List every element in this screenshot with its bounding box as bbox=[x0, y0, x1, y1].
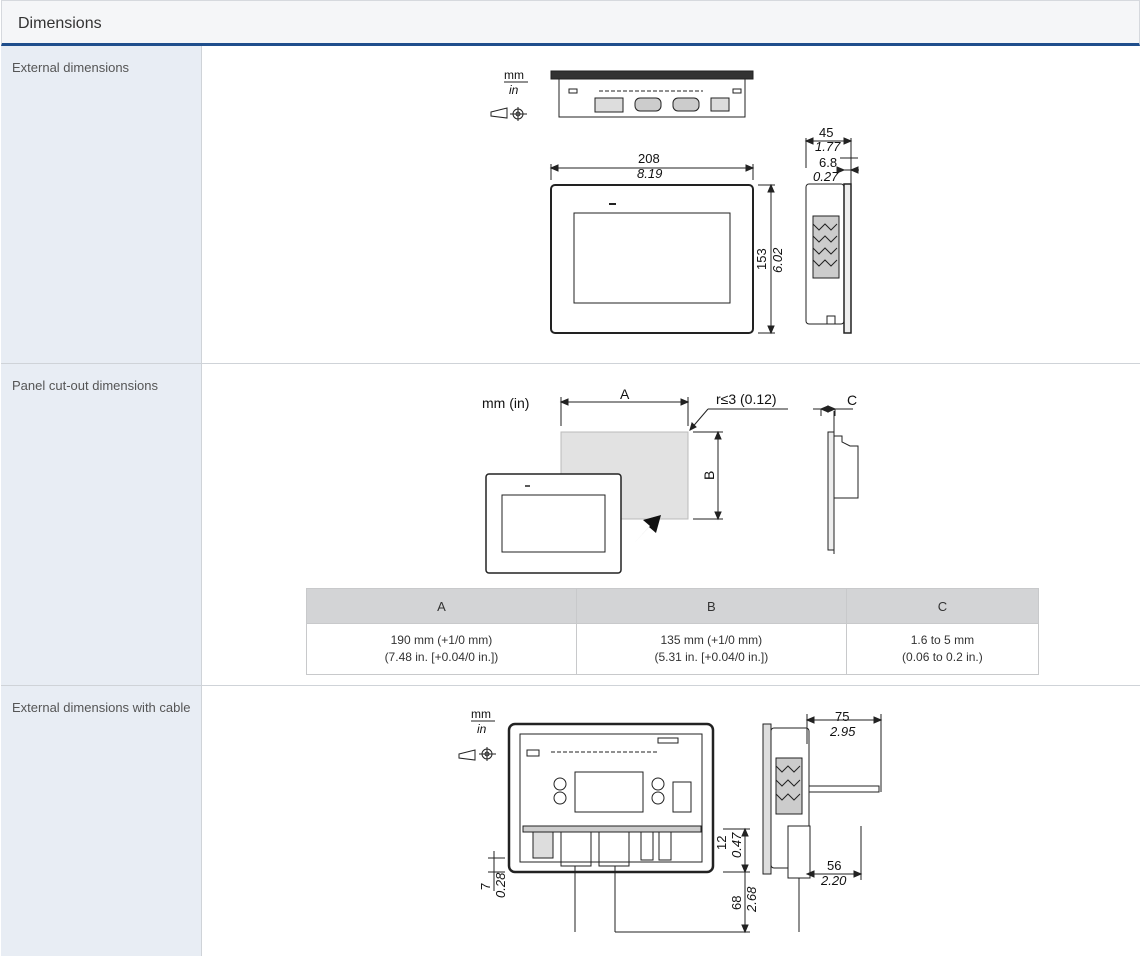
row-content: mm (in) A r≤3 (0.12) B C A B C 190 mm (+… bbox=[203, 364, 1140, 685]
row-external-with-cable: External dimensions with cable bbox=[1, 686, 1140, 956]
cutout-spec-table: A B C 190 mm (+1/0 mm) (7.48 in. [+0.04/… bbox=[306, 588, 1040, 675]
header-a: A bbox=[306, 588, 577, 624]
cell-b-in: (5.31 in. [+0.04/0 in.]) bbox=[654, 650, 769, 664]
section-header: Dimensions bbox=[1, 0, 1140, 46]
depth-in-label: 1.77 bbox=[815, 139, 841, 154]
bottom-mm: 7 bbox=[478, 883, 493, 890]
external-dimensions-drawing: mm in 208 8.19 153 6.02 45 1.77 6.8 0.27 bbox=[490, 68, 859, 335]
row-panel-cutout: Panel cut-out dimensions bbox=[1, 364, 1140, 686]
row-external-dimensions: External dimensions bbox=[1, 46, 1140, 364]
header-c: C bbox=[845, 588, 1040, 624]
dim-b-label: B bbox=[701, 471, 717, 480]
cable-in: 2.68 bbox=[744, 886, 759, 913]
unit-mm: mm bbox=[504, 68, 524, 82]
width-mm-label: 208 bbox=[638, 151, 660, 166]
dim-c-label: C bbox=[847, 392, 857, 408]
cutout-unit-label: mm (in) bbox=[482, 395, 529, 411]
cell-b: 135 mm (+1/0 mm) (5.31 in. [+0.04/0 in.]… bbox=[575, 623, 847, 675]
offset-in: 0.47 bbox=[729, 832, 744, 858]
cable-mm: 68 bbox=[729, 896, 744, 910]
side-depth-mm: 75 bbox=[835, 709, 849, 724]
cell-a: 190 mm (+1/0 mm) (7.48 in. [+0.04/0 in.]… bbox=[306, 623, 577, 675]
header-b: B bbox=[575, 588, 847, 624]
row-label: External dimensions with cable bbox=[1, 686, 202, 956]
cable-unit-mm: mm bbox=[471, 707, 491, 721]
row-label: Panel cut-out dimensions bbox=[1, 364, 202, 685]
side-depth-in: 2.95 bbox=[829, 724, 856, 739]
offset-mm: 12 bbox=[714, 836, 729, 850]
row-content: mm in 208 8.19 153 6.02 45 1.77 6.8 0.27 bbox=[203, 46, 1140, 363]
cable-unit-in: in bbox=[477, 722, 487, 736]
cell-b-mm: 135 mm (+1/0 mm) bbox=[660, 633, 763, 647]
table-header-row: A B C bbox=[306, 588, 1040, 624]
cell-c: 1.6 to 5 mm (0.06 to 0.2 in.) bbox=[845, 623, 1040, 675]
bezel-mm-label: 6.8 bbox=[819, 155, 837, 170]
cell-a-mm: 190 mm (+1/0 mm) bbox=[390, 633, 493, 647]
cell-a-in: (7.48 in. [+0.04/0 in.]) bbox=[384, 650, 499, 664]
panel-cutout-drawing: mm (in) A r≤3 (0.12) B C bbox=[482, 386, 859, 574]
cell-c-mm: 1.6 to 5 mm bbox=[910, 633, 975, 647]
height-mm-label: 153 bbox=[754, 248, 769, 270]
dim-a-label: A bbox=[620, 386, 630, 402]
height-in-label: 6.02 bbox=[770, 247, 785, 273]
row-label: External dimensions bbox=[1, 46, 202, 363]
table-row: 190 mm (+1/0 mm) (7.48 in. [+0.04/0 in.]… bbox=[306, 623, 1040, 675]
width-in-label: 8.19 bbox=[637, 166, 662, 181]
section-title: Dimensions bbox=[18, 15, 102, 32]
connector-in: 2.20 bbox=[820, 873, 847, 888]
depth-mm-label: 45 bbox=[819, 125, 833, 140]
unit-in: in bbox=[509, 83, 519, 97]
bottom-in: 0.28 bbox=[493, 872, 508, 898]
cell-c-in: (0.06 to 0.2 in.) bbox=[902, 650, 983, 664]
radius-label: r≤3 (0.12) bbox=[716, 391, 777, 407]
row-content: mm in 75 2.95 56 2.20 12 0.47 7 0.28 68 … bbox=[203, 686, 1140, 956]
bezel-in-label: 0.27 bbox=[813, 169, 839, 184]
connector-mm: 56 bbox=[827, 858, 841, 873]
cable-dimensions-drawing: mm in 75 2.95 56 2.20 12 0.47 7 0.28 68 … bbox=[458, 707, 883, 934]
